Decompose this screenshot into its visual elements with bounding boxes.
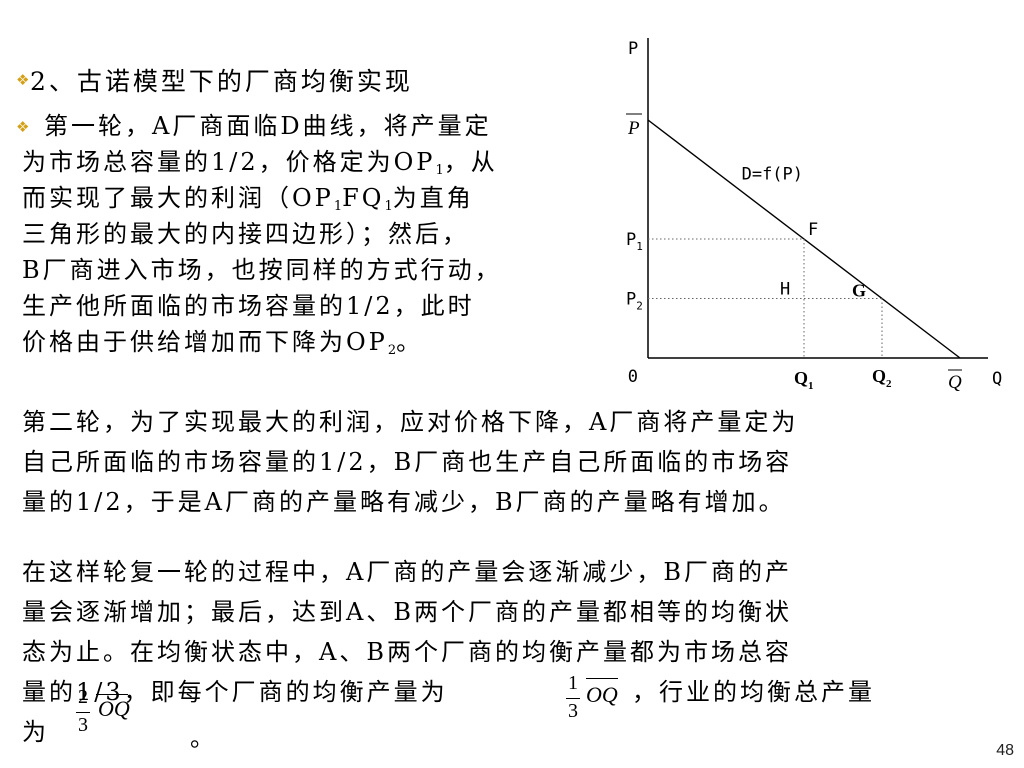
bullet-line: 三角形的最大的内接四边形）；然后， [22, 220, 469, 248]
point-label-h: H [780, 280, 790, 300]
paragraph-line: 。 [190, 724, 217, 752]
bullet-line: 价格由于供给增加而下降为OP2。 [22, 328, 424, 358]
quantity-label-qbar: Q [948, 372, 962, 393]
price-label-pbar: P [627, 118, 640, 139]
page-number: 48 [996, 742, 1014, 759]
diamond-bullet-icon: ❖ [16, 118, 30, 136]
paragraph-line: 量会逐渐增加；最后，达到A、B两个厂商的产量都相等的均衡状 [22, 598, 792, 626]
bullet-line: 生产他所面临的市场容量的1/2，此时 [22, 292, 475, 320]
origin-label: 0 [628, 367, 638, 387]
x-axis-label: Q [992, 369, 1002, 389]
bullet-line: 为市场总容量的1/2，价格定为OP1，从 [22, 148, 498, 178]
bullet-heading: 2、古诺模型下的厂商均衡实现 [30, 67, 413, 96]
point-label-f: F [808, 220, 818, 240]
diamond-bullet-icon: ❖ [16, 71, 30, 89]
paragraph-line: 自己所面临的市场容量的1/2，B厂商也生产自己所面临的市场容 [22, 448, 793, 476]
paragraph-line: 在这样轮复一轮的过程中，A厂商的产量会逐渐减少，B厂商的产 [22, 558, 792, 586]
paragraph-line: 量的1/3，即每个厂商的均衡产量为 [22, 678, 448, 706]
quantity-label-q1: Q1 [794, 368, 814, 392]
y-axis-label: P [628, 39, 638, 59]
quantity-label-q2: Q2 [872, 366, 892, 390]
paragraph-line: 态为止。在均衡状态中，A、B两个厂商的均衡产量都为市场总容 [22, 638, 792, 666]
subscript: 1 [333, 199, 343, 214]
subscript: 2 [387, 343, 397, 358]
point-label-g: G [852, 281, 866, 301]
bullet-line: B厂商进入市场，也按同样的方式行动， [22, 256, 502, 284]
paragraph-line: 为 [22, 718, 49, 746]
paragraph-line: 第二轮，为了实现最大的利润，应对价格下降，A厂商将产量定为 [22, 408, 799, 436]
paragraph-line: ，行业的均衡总产量 [632, 678, 875, 706]
demand-curve-label: D=f(P) [742, 165, 803, 185]
price-label-p2: P2 [626, 290, 643, 313]
subscript: 1 [435, 163, 444, 178]
bullet-line: 第一轮，A厂商面临D曲线，将产量定 [44, 112, 492, 140]
paragraph-line: 量的1/2，于是A厂商的产量略有减少，B厂商的产量略有增加。 [22, 488, 786, 516]
price-label-p1: P1 [626, 230, 643, 253]
bullet-line: 而实现了最大的利润（OP1FQ1为直角 [22, 184, 474, 214]
subscript: 1 [384, 199, 393, 214]
